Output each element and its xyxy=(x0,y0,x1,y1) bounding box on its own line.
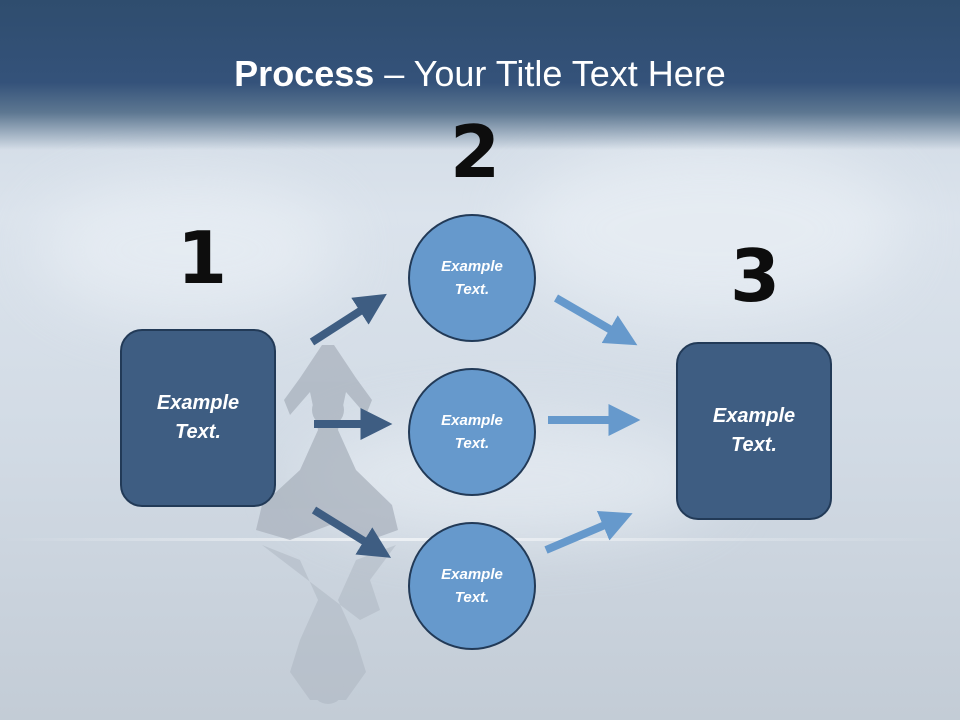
step-number-1: 1 xyxy=(177,216,228,300)
circle-middle-line2: Text. xyxy=(454,435,490,452)
slide-title: Process – Your Title Text Here xyxy=(0,52,960,96)
circle-middle-line1: Example xyxy=(441,412,503,429)
background-cloud xyxy=(40,180,340,320)
circle-top-line1: Example xyxy=(441,258,503,275)
circle-bottom-line1: Example xyxy=(441,566,503,583)
step-2-circle-middle: Example Text. xyxy=(408,368,536,496)
step-1-text-line1: Example xyxy=(156,392,240,414)
title-bold: Process xyxy=(234,53,375,94)
circle-bottom-line2: Text. xyxy=(454,589,490,606)
step-3-text-line2: Text. xyxy=(731,434,777,456)
step-1-text-line2: Text. xyxy=(175,421,221,443)
title-rest: – Your Title Text Here xyxy=(374,53,726,94)
header-banner xyxy=(0,0,960,150)
background-cloud xyxy=(520,140,900,320)
step-3-box: Example Text. xyxy=(676,342,832,520)
step-number-3: 3 xyxy=(730,234,781,318)
step-3-text-line1: Example xyxy=(712,405,796,427)
arrow-2-bottom-to-3 xyxy=(544,511,633,554)
arrow-2-top-to-3 xyxy=(553,294,638,346)
step-number-2: 2 xyxy=(450,110,501,194)
arrow-1-to-2-top xyxy=(309,293,387,346)
step-1-box: Example Text. xyxy=(120,329,276,507)
arrow-1-to-2-bottom xyxy=(311,506,392,558)
step-2-circle-bottom: Example Text. xyxy=(408,522,536,650)
circle-top-line2: Text. xyxy=(454,281,490,298)
step-2-circle-top: Example Text. xyxy=(408,214,536,342)
